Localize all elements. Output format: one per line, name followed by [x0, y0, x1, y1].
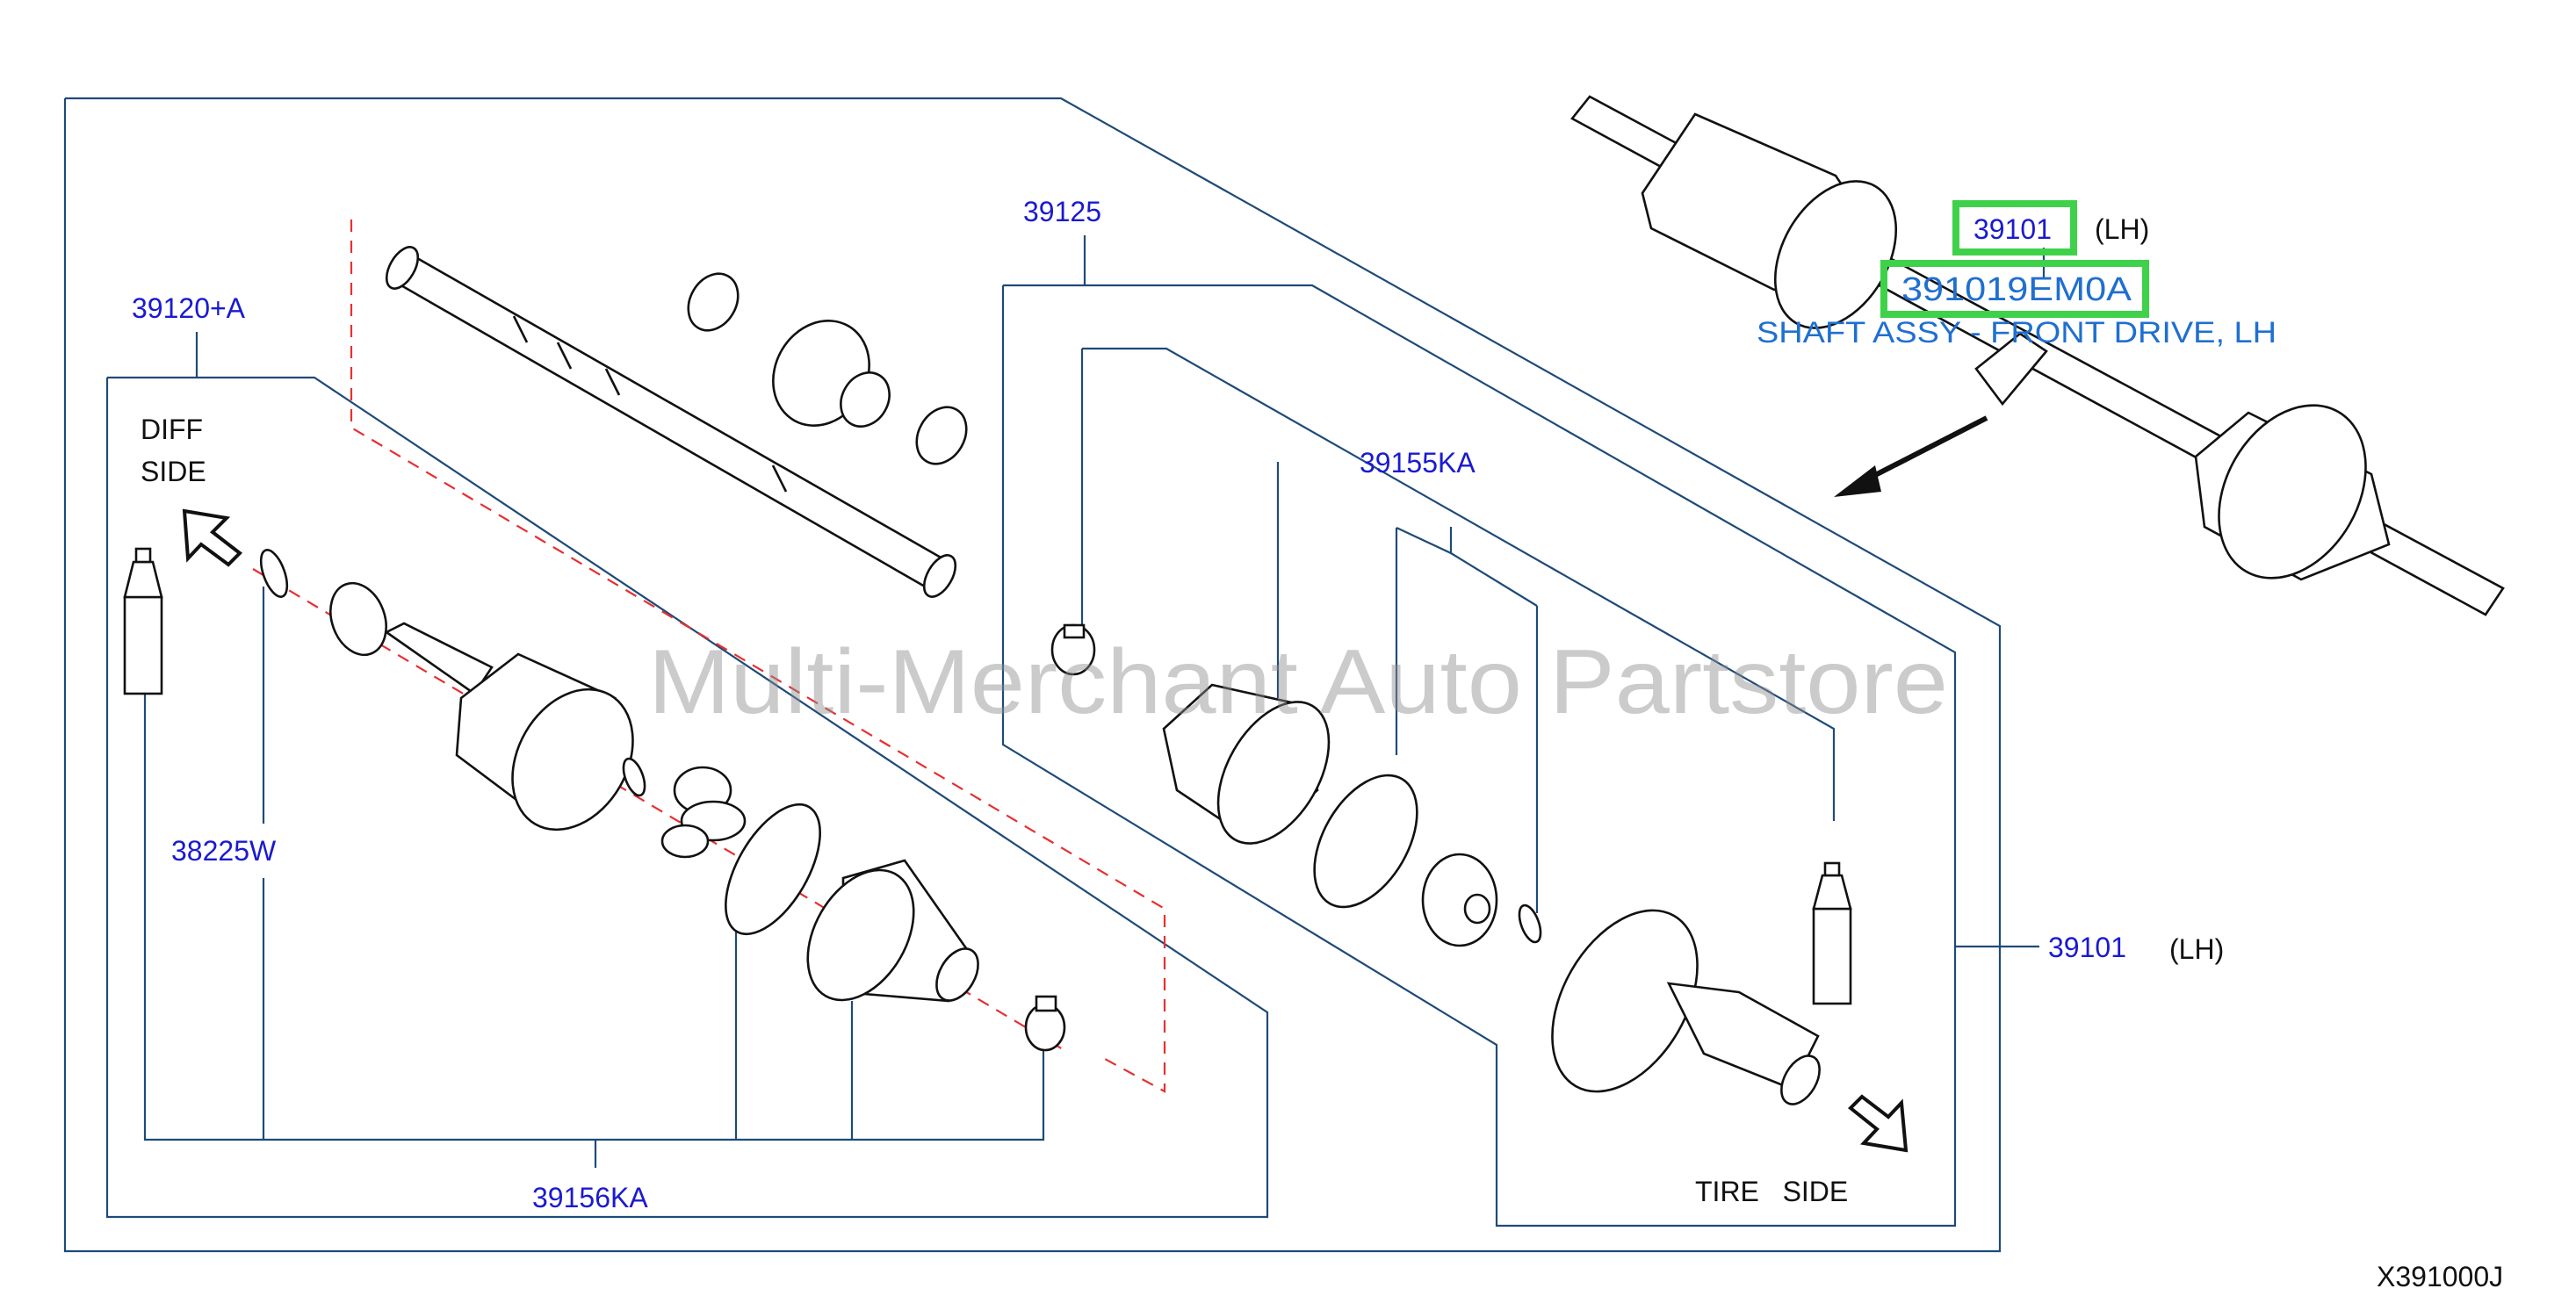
complete-shaft-assembly	[1570, 95, 2505, 616]
outer-joint	[1551, 909, 1821, 1105]
inner-shaft-envelope	[350, 220, 1166, 1093]
highlight-box-part-number	[1952, 200, 2077, 256]
highlight-side: (LH)	[2095, 213, 2149, 245]
grease-tube-left	[123, 547, 163, 695]
direction-arrow	[1834, 415, 1988, 497]
leader-lines	[143, 235, 2046, 1168]
callout-39120-a[interactable]: 39120+A	[132, 292, 246, 324]
callout-39101-side: (LH)	[2169, 933, 2224, 965]
highlight-box-oem-code	[1880, 260, 2149, 318]
intermediate-shaft	[385, 246, 957, 598]
shaft-damper	[687, 272, 968, 465]
inner-joint-housing	[384, 622, 634, 831]
callout-38225w[interactable]: 38225W	[171, 835, 277, 867]
callout-39125[interactable]: 39125	[1023, 196, 1101, 227]
callout-39155ka[interactable]: 39155KA	[1360, 447, 1476, 479]
diff-side-label-line1: DIFF	[141, 414, 203, 445]
highlight-description: SHAFT ASSY - FRONT DRIVE, LH	[1757, 316, 2277, 349]
tire-side-label: TIRE SIDE	[1695, 1176, 1848, 1207]
circlip-right	[1518, 903, 1542, 944]
tire-side-frame	[1001, 284, 1957, 1227]
callout-39101[interactable]: 39101	[2048, 932, 2126, 963]
circlip-left	[259, 549, 289, 598]
diff-side-label-line2: SIDE	[141, 456, 206, 487]
boot-band-large-left	[725, 803, 821, 936]
tire-side-arrow-icon	[1848, 1094, 1909, 1153]
watermark-text: Multi-Merchant Auto Partstore	[648, 631, 1948, 733]
boot-band-large-right	[1313, 774, 1418, 909]
inner-boot	[806, 859, 979, 1003]
diff-side-frame	[105, 376, 1269, 1219]
spider-assembly	[660, 766, 747, 859]
highlight-oem-code[interactable]: 391019EM0A	[1901, 271, 2132, 308]
boot-clamp-small-left	[1024, 995, 1066, 1052]
ball-cage	[1421, 853, 1498, 947]
snap-ring-inner	[622, 757, 646, 797]
callout-39156ka[interactable]: 39156KA	[532, 1182, 648, 1213]
outer-boot	[1162, 683, 1331, 845]
boot-clamp-small-right	[1050, 623, 1096, 676]
boot-kit-frame	[1082, 347, 1836, 821]
grease-tube-right	[1812, 861, 1852, 1005]
diagram-code: X391000J	[2377, 1261, 2503, 1292]
diff-side-arrow-icon	[182, 508, 243, 567]
oil-seal-left	[329, 581, 387, 657]
outer-assembly-frame	[63, 97, 2002, 1253]
highlight-part-number[interactable]: 39101	[1973, 213, 2052, 245]
